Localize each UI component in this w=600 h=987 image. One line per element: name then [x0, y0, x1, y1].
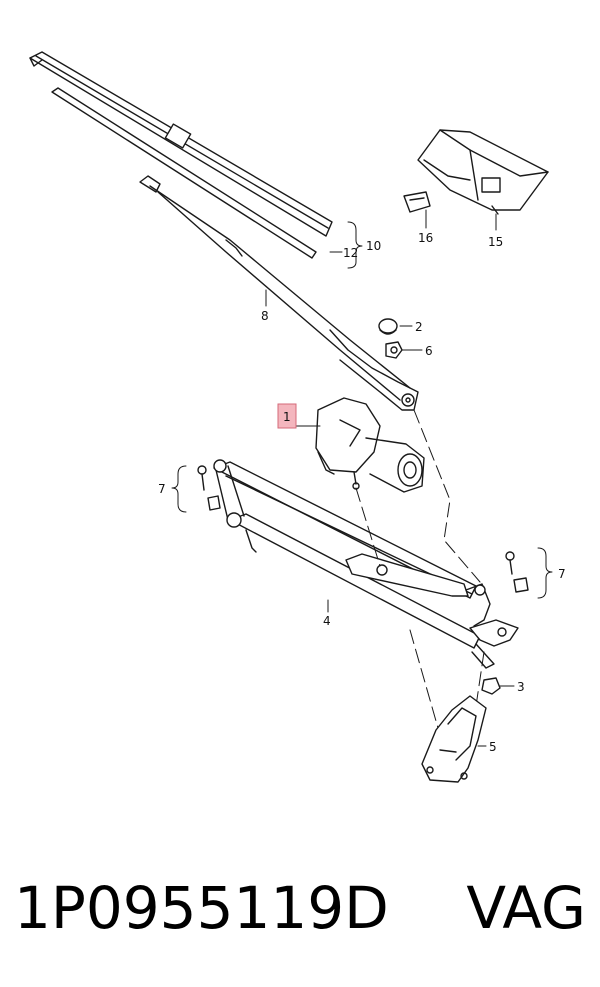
- wiper-linkage: [213, 459, 519, 669]
- callout-labels: 1 2 3 4 5 6 7 7 8 10 12 15 16: [158, 231, 566, 754]
- highlight-box: [277, 403, 297, 429]
- callout-1: 1: [283, 410, 291, 424]
- nut-3: [481, 677, 501, 695]
- washer-nozzle: [417, 129, 549, 215]
- bolt-left: [197, 465, 221, 511]
- callout-2: 2: [415, 320, 423, 334]
- wiper-blade: [29, 51, 333, 237]
- callout-3: 3: [517, 680, 525, 694]
- parts-diagram: 1 2 3 4 5 6 7 7 8 10 12 15 16: [29, 51, 566, 783]
- callout-6: 6: [425, 344, 433, 358]
- nozzle-connector: [403, 191, 431, 213]
- part-number: 1P0955119D: [14, 874, 389, 942]
- callout-5: 5: [489, 740, 497, 754]
- mounting-bracket: [421, 695, 487, 783]
- callout-4: 4: [323, 614, 331, 628]
- callout-10: 10: [366, 239, 381, 253]
- bolt-right: [505, 551, 529, 593]
- wiper-motor: [315, 397, 425, 493]
- wiper-arm: [139, 175, 419, 411]
- bracket-braces: [171, 221, 553, 599]
- callout-8: 8: [261, 309, 269, 323]
- callout-12: 12: [343, 246, 358, 260]
- brand-name: VAG: [466, 874, 586, 942]
- callout-15: 15: [488, 235, 503, 249]
- cap-part: [378, 318, 398, 335]
- callout-7-right: 7: [558, 567, 566, 581]
- leader-lines: [265, 209, 515, 747]
- callout-16: 16: [418, 231, 433, 245]
- callout-7-left: 7: [158, 482, 166, 496]
- nut-part: [385, 341, 403, 359]
- footer: 1P0955119D VAG: [0, 868, 600, 948]
- wiper-rubber: [51, 87, 317, 259]
- alignment-lines: [355, 409, 485, 729]
